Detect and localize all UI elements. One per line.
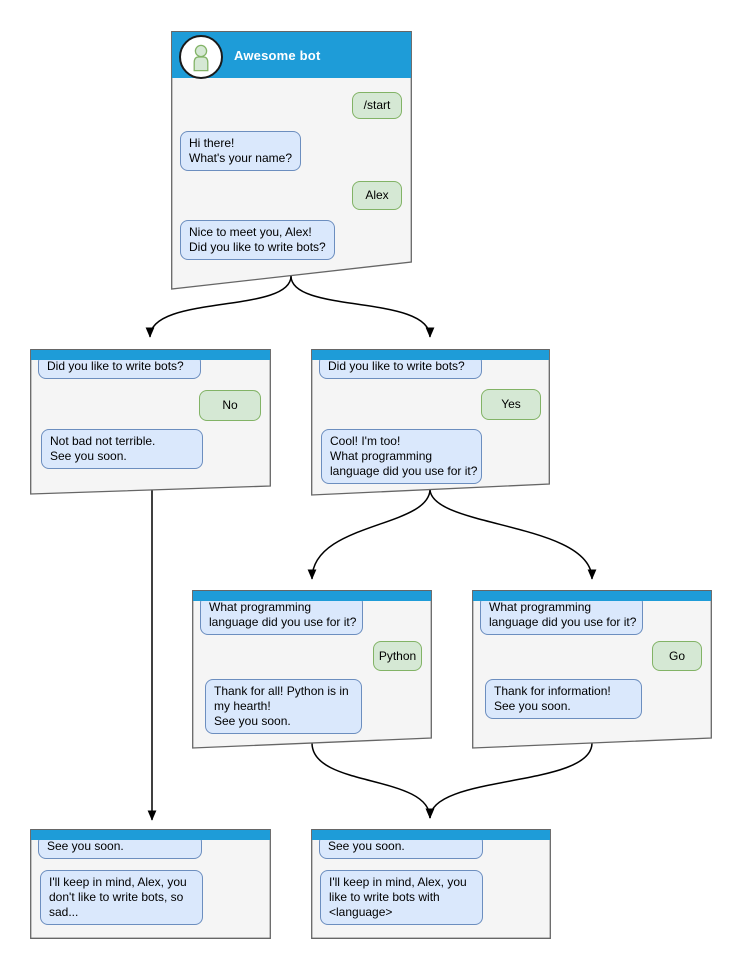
window-header xyxy=(473,591,711,601)
chat-window-end-no: See you soon. I'll keep in mind, Alex, y… xyxy=(30,829,271,939)
context-message: What programming language did you use fo… xyxy=(480,595,643,635)
bot-message: I'll keep in mind, Alex, you like to wri… xyxy=(320,870,483,925)
chat-window-yes-branch: Did you like to write bots? Yes Cool! I'… xyxy=(311,349,550,496)
arrow-python-to-end xyxy=(311,742,435,819)
window-header xyxy=(312,830,550,840)
arrow-main-to-no xyxy=(145,275,292,338)
user-message: Go xyxy=(652,641,702,671)
bot-message: Nice to meet you, Alex! Did you like to … xyxy=(180,220,335,260)
arrow-yes-to-python xyxy=(307,488,431,580)
arrow-main-to-yes xyxy=(290,275,435,338)
bot-message: Not bad not terrible. See you soon. xyxy=(41,429,203,469)
bot-title: Awesome bot xyxy=(234,47,321,63)
window-header xyxy=(31,350,270,360)
bot-message: I'll keep in mind, Alex, you don't like … xyxy=(40,870,203,925)
bot-message: Cool! I'm too! What programming language… xyxy=(321,429,482,484)
window-header xyxy=(31,830,270,840)
chat-window-main: Awesome bot /start Hi there! What's your… xyxy=(171,31,412,290)
user-message: Alex xyxy=(352,181,402,210)
context-message: What programming language did you use fo… xyxy=(200,595,363,635)
chat-window-go-branch: What programming language did you use fo… xyxy=(472,590,712,749)
arrow-yes-to-go xyxy=(429,488,597,580)
bot-avatar xyxy=(179,35,223,79)
window-header xyxy=(193,591,431,601)
user-message: Yes xyxy=(481,389,541,420)
user-message: Python xyxy=(373,641,422,671)
arrow-go-to-end xyxy=(425,742,593,819)
chat-window-no-branch: Did you like to write bots? No Not bad n… xyxy=(30,349,271,495)
person-icon xyxy=(193,44,209,72)
chat-window-end-yes: See you soon. I'll keep in mind, Alex, y… xyxy=(311,829,551,939)
user-message: No xyxy=(199,390,261,421)
user-message: /start xyxy=(352,92,402,119)
bot-message: Thank for all! Python is in my hearth! S… xyxy=(205,679,362,734)
bot-message: Thank for information! See you soon. xyxy=(485,679,642,719)
bot-message: Hi there! What's your name? xyxy=(180,131,302,171)
chat-window-python-branch: What programming language did you use fo… xyxy=(192,590,432,749)
window-header xyxy=(312,350,549,360)
